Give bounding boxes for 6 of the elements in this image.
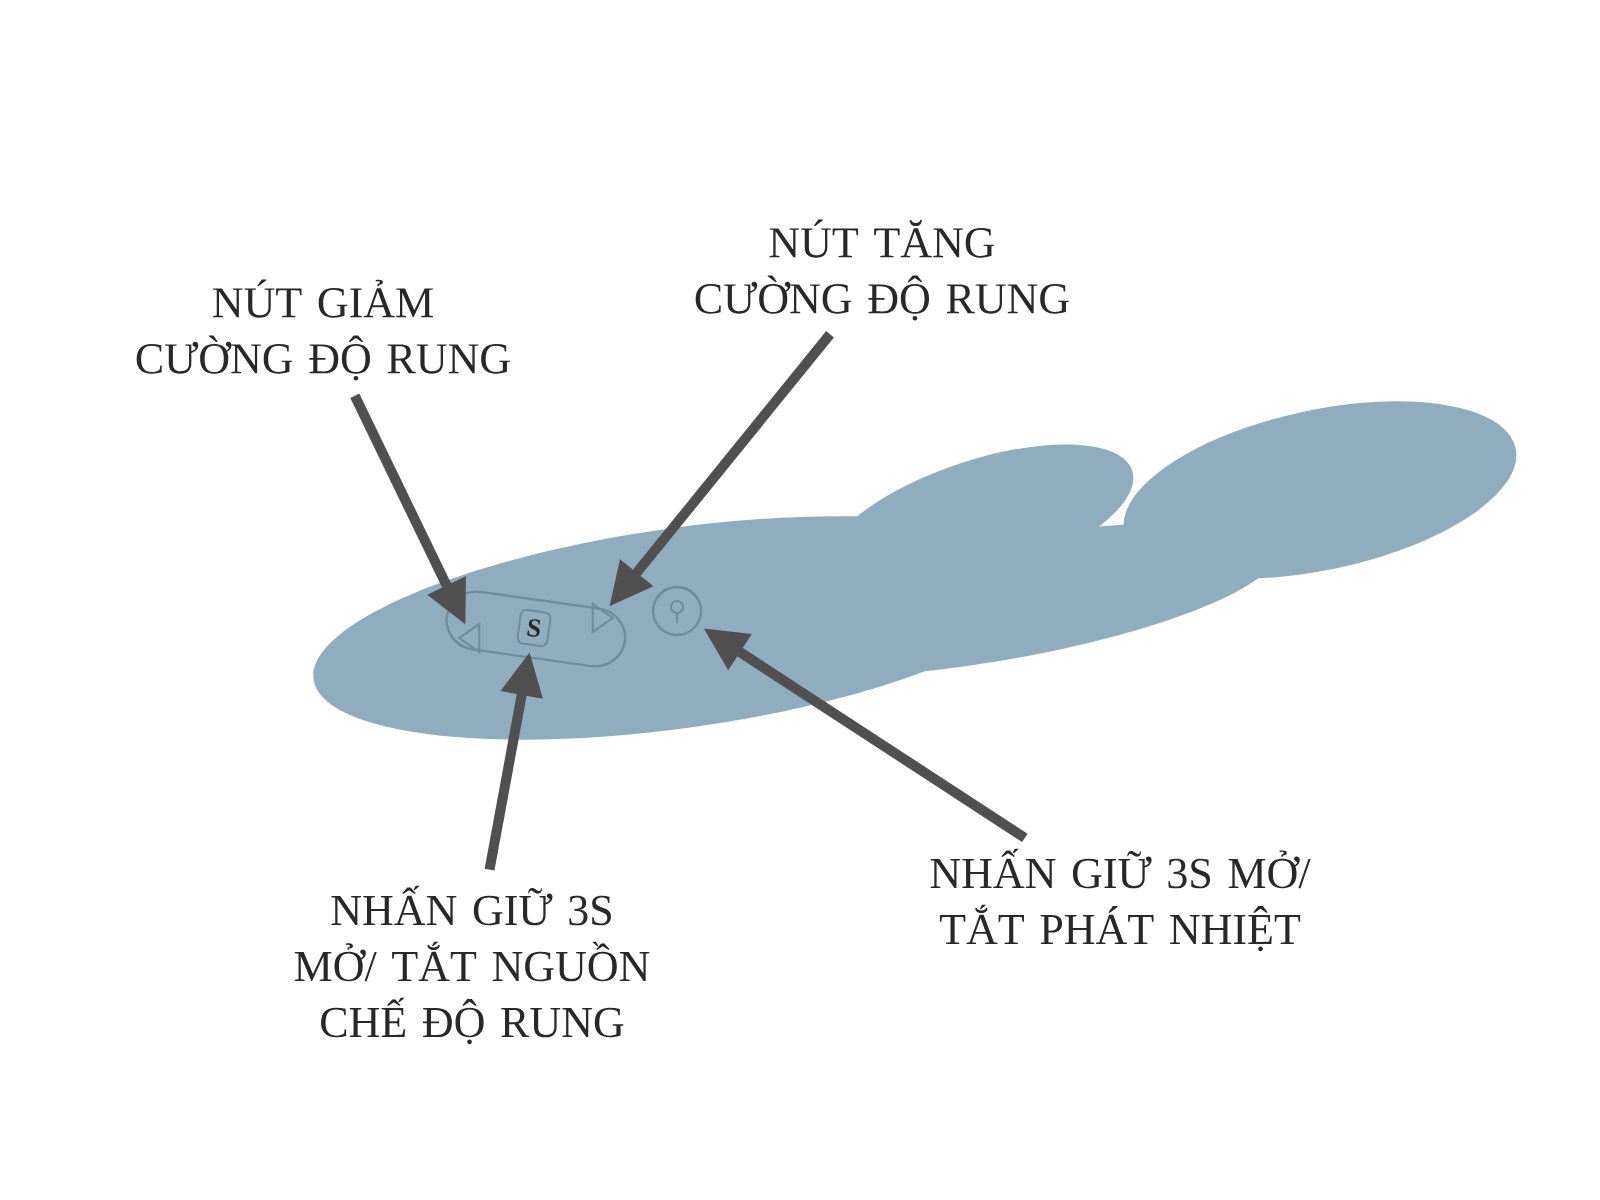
heat-button bbox=[651, 585, 703, 637]
callout-text: NÚT TĂNG CƯỜNG ĐỘ RUNG bbox=[695, 219, 1069, 321]
callout-text: NÚT GIẢM CƯỜNG ĐỘ RUNG bbox=[136, 279, 510, 381]
callout-text: NHẤN GIỮ 3S MỞ/ TẮT PHÁT NHIỆT bbox=[930, 848, 1311, 952]
callout-text: NHẤN GIỮ 3S MỞ/ TẮT NGUỒN CHẾ ĐỘ RUNG bbox=[294, 885, 650, 1045]
mode-button: S bbox=[516, 608, 552, 648]
